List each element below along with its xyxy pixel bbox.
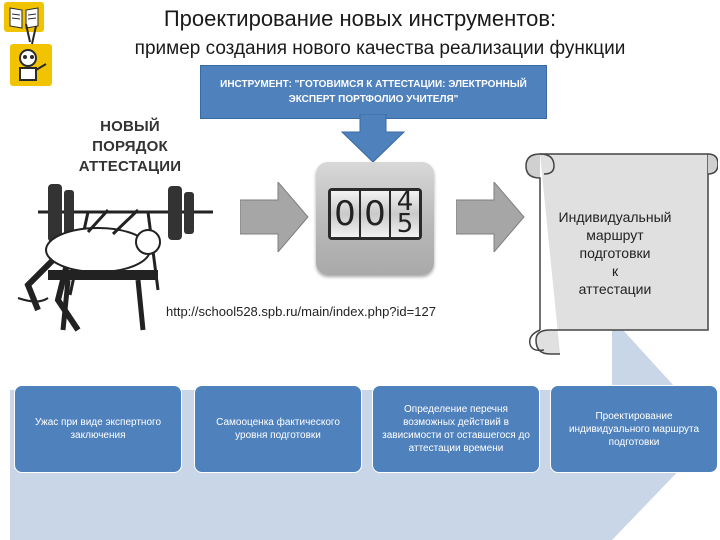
attestation-line-3: АТТЕСТАЦИИ bbox=[78, 158, 182, 175]
tool-label: ИНСТРУМЕНТ: "ГОТОВИМСЯ К АТТЕСТАЦИИ: ЭЛЕ… bbox=[220, 79, 527, 105]
tool-callout: ИНСТРУМЕНТ: "ГОТОВИМСЯ К АТТЕСТАЦИИ: ЭЛЕ… bbox=[200, 65, 547, 119]
attestation-line-2: ПОРЯДОК bbox=[92, 138, 168, 155]
book-icon bbox=[4, 2, 44, 32]
route-line-3: подготовки bbox=[579, 245, 651, 261]
route-line-4: к bbox=[611, 263, 619, 279]
counter-digit-rolling: 4 5 bbox=[391, 191, 419, 237]
pointer-lines bbox=[25, 23, 37, 45]
step-label: Самооценка фактического уровня подготовк… bbox=[216, 417, 340, 441]
counter-digit: 0 bbox=[331, 191, 359, 237]
counter-next-digit: 5 bbox=[396, 209, 414, 237]
step-label: Ужас при виде экспертного заключения bbox=[34, 417, 162, 441]
route-line-1: Индивидуальный bbox=[558, 209, 672, 225]
presenter-icon bbox=[10, 44, 52, 86]
route-text: Индивидуальный маршрут подготовки к атте… bbox=[540, 208, 690, 298]
attestation-line-1: НОВЫЙ bbox=[100, 118, 160, 135]
counter-window: 0 0 4 5 bbox=[328, 188, 422, 240]
down-arrow bbox=[340, 114, 406, 163]
step-1: Ужас при виде экспертного заключения bbox=[14, 385, 182, 473]
step-label: Определение перечня возможных действий в… bbox=[382, 404, 530, 454]
page-title: Проектирование новых инструментов: bbox=[163, 6, 557, 31]
page-subtitle: пример создания нового качества реализац… bbox=[134, 38, 626, 59]
step-label: Проектирование индивидуального маршрута … bbox=[568, 410, 700, 448]
portfolio-link[interactable]: http://school528.spb.ru/main/index.php?i… bbox=[166, 304, 436, 319]
counter-digit: 0 bbox=[361, 191, 389, 237]
counter-icon: 0 0 4 5 bbox=[316, 162, 434, 275]
counter-current-digit: 4 bbox=[396, 191, 414, 217]
route-line-5: аттестации bbox=[578, 281, 652, 297]
route-line-2: маршрут bbox=[586, 227, 644, 243]
attestation-label: НОВЫЙ ПОРЯДОК АТТЕСТАЦИИ bbox=[70, 117, 190, 177]
step-3: Определение перечня возможных действий в… bbox=[372, 385, 540, 473]
right-arrow-right bbox=[456, 182, 525, 252]
right-arrow-left bbox=[240, 182, 309, 252]
step-2: Самооценка фактического уровня подготовк… bbox=[194, 385, 362, 473]
step-4: Проектирование индивидуального маршрута … bbox=[550, 385, 718, 473]
weightlifter-illustration bbox=[17, 184, 213, 332]
scroll-icon bbox=[525, 153, 718, 355]
